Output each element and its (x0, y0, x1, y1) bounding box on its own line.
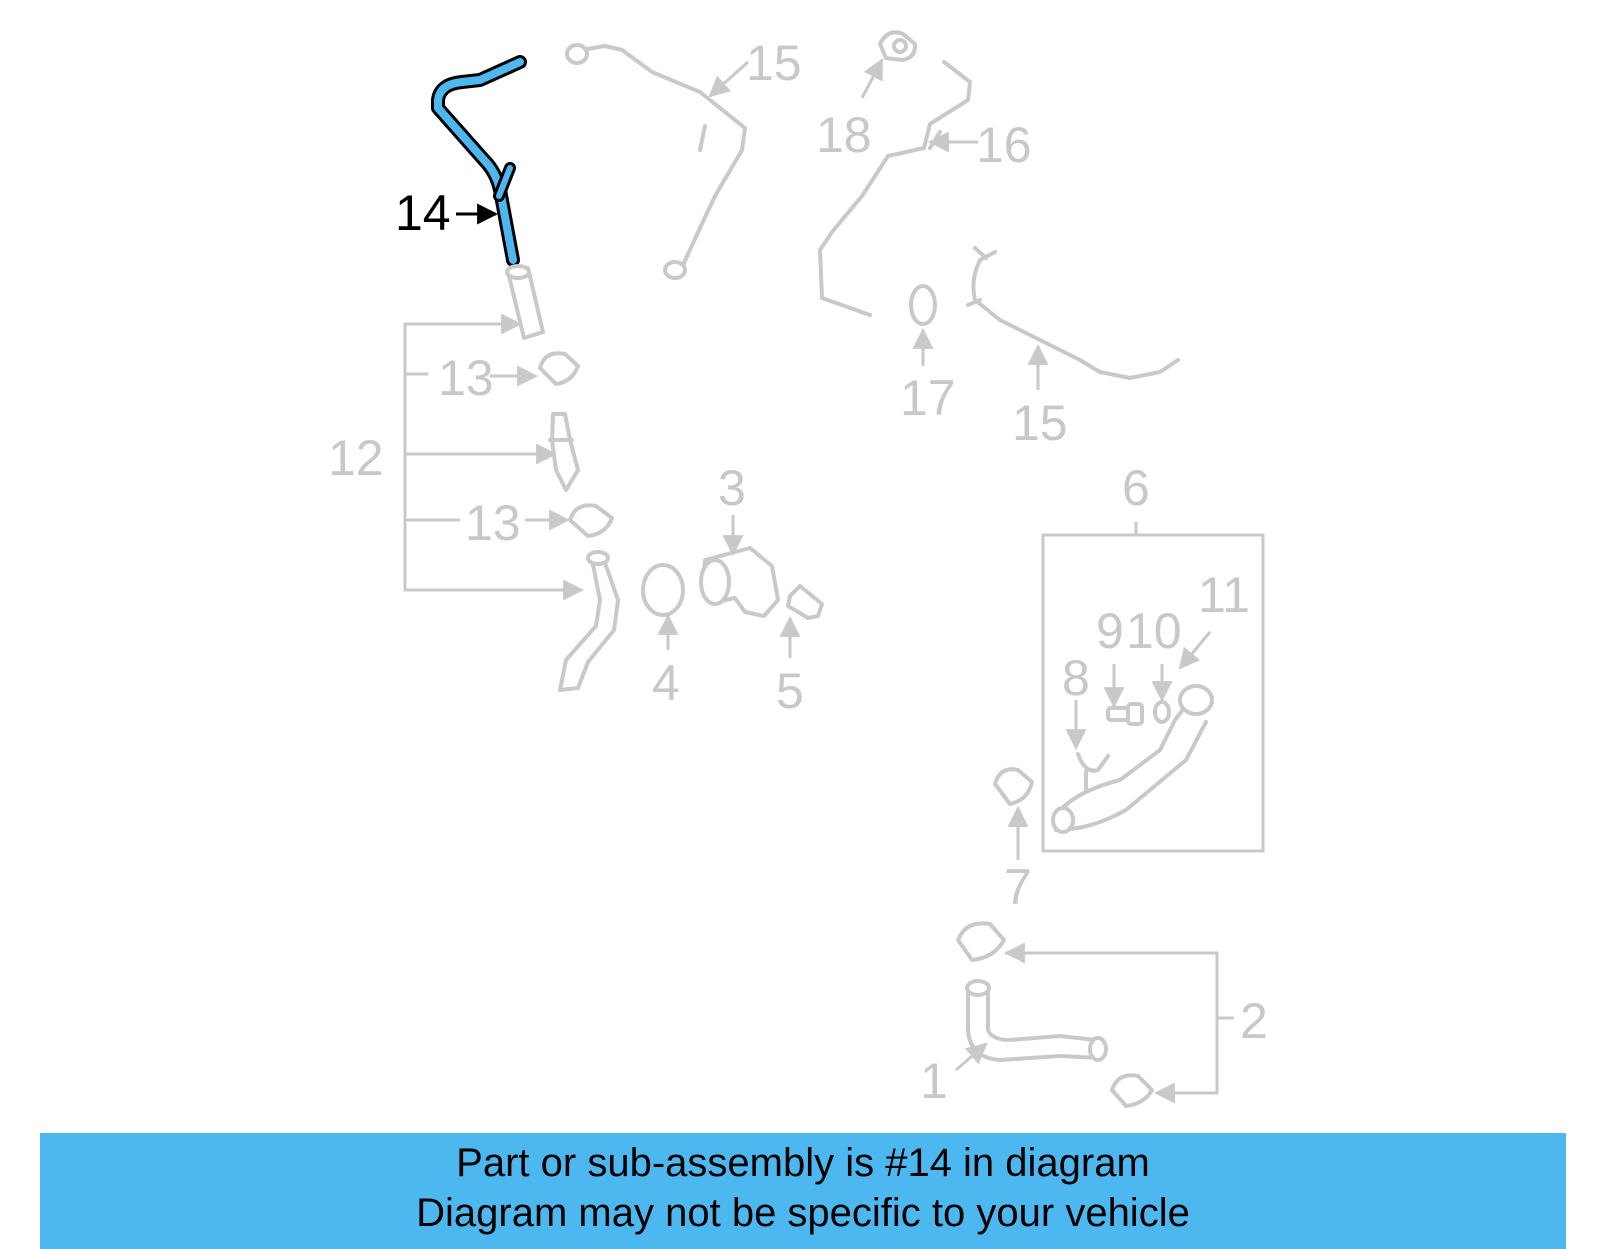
callout-17: 16 (976, 117, 1032, 173)
part-1-hose (965, 979, 1108, 1062)
callout-11: 11 (1198, 567, 1250, 623)
callout-1: 1 (920, 1053, 948, 1109)
part-13-clamp-upper (538, 351, 580, 386)
part-19-clamp (878, 30, 918, 62)
part-2-clamp-lower (1110, 1073, 1154, 1108)
callout-5: 5 (776, 663, 804, 719)
part-6-box (1041, 533, 1265, 853)
part-10-o-ring (1153, 700, 1171, 724)
callout-4: 4 (652, 655, 680, 711)
callout-15: 15 (746, 35, 802, 91)
callout-16: 15 (1012, 395, 1068, 451)
part-8-clip (1076, 752, 1110, 792)
part-7-clamp (993, 767, 1034, 806)
callout-14: 14 (395, 185, 451, 241)
callout-8: 8 (1062, 650, 1090, 706)
leader-15 (708, 60, 750, 98)
callout-3: 3 (718, 460, 746, 516)
part-15-pipe (565, 43, 747, 280)
part-12-hose-lower (558, 550, 620, 692)
callout-12: 12 (328, 430, 384, 486)
part-13-clamp-lower (568, 503, 614, 538)
leader-19 (860, 58, 884, 99)
bracket-2 (1005, 951, 1219, 1095)
callout-18: 17 (900, 370, 956, 426)
banner-line-1: Part or sub-assembly is #14 in diagram (456, 1141, 1150, 1185)
part-9-fitting (1106, 702, 1144, 726)
info-banner: Part or sub-assembly is #14 in diagram D… (40, 1133, 1566, 1249)
leader-1 (955, 1042, 988, 1072)
part-5-pipe (786, 584, 824, 620)
part-6-hose (1051, 684, 1214, 834)
callout-19: 18 (816, 107, 872, 163)
part-16-hose (966, 246, 1180, 380)
part-17-pipe (818, 60, 972, 317)
bracket-12 (403, 322, 422, 592)
callout-6: 6 (1122, 460, 1150, 516)
callout-10: 10 (1126, 603, 1182, 659)
banner-line-2: Diagram may not be specific to your vehi… (416, 1191, 1190, 1235)
callout-13-upper: 13 (438, 350, 494, 406)
part-12-fitting (548, 412, 580, 492)
part-18-o-ring (909, 284, 937, 326)
part-2-clamp-upper (956, 921, 1006, 962)
part-4-gasket (641, 563, 685, 617)
callout-2: 2 (1240, 993, 1268, 1049)
callout-13-lower: 13 (465, 495, 521, 551)
leader-11 (1178, 631, 1212, 670)
part-14-hose[interactable] (431, 55, 527, 267)
callout-7: 7 (1004, 859, 1032, 915)
part-12-hose-upper (505, 264, 545, 340)
callout-9: 9 (1096, 603, 1124, 659)
part-3-housing (699, 546, 780, 618)
